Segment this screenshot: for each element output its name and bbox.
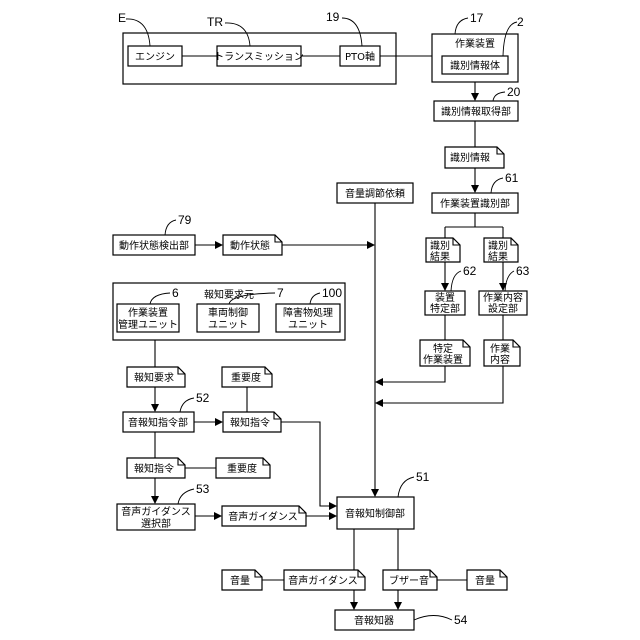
engine-label: エンジン bbox=[135, 52, 175, 63]
transmission-label: トランスミッション bbox=[214, 51, 304, 63]
id-info-label: 識別情報 bbox=[450, 151, 490, 164]
device-spec-line2: 特定部 bbox=[430, 302, 460, 315]
guidance-select-block: 音声ガイダンス 選択部 bbox=[117, 504, 195, 530]
volume-doc-2: 音量 bbox=[467, 570, 507, 590]
state-detect-block: 動作状態検出部 bbox=[113, 235, 195, 255]
buzzer-doc: ブザー音 bbox=[383, 570, 437, 590]
work-device-id-block: 作業装置識別部 bbox=[432, 193, 518, 213]
id-result-doc-2: 識別 結果 bbox=[484, 238, 518, 263]
importance-doc-2: 重要度 bbox=[216, 458, 270, 478]
id-info-doc: 識別情報 bbox=[445, 147, 504, 168]
id-result-2-line2: 結果 bbox=[488, 250, 508, 263]
id-result-1-line2: 結果 bbox=[430, 250, 450, 263]
work-content-doc: 作業 内容 bbox=[484, 340, 520, 366]
specified-device-line1: 特定 bbox=[433, 342, 453, 355]
id-acquisition-label: 識別情報取得部 bbox=[441, 105, 511, 118]
vehicle-unit-line1: 車両制御 bbox=[208, 306, 248, 319]
ref-E: E bbox=[118, 11, 126, 25]
id-result-doc-1: 識別 結果 bbox=[426, 238, 460, 263]
work-content-line2: 内容 bbox=[490, 353, 510, 366]
notify-request-label: 報知要求 bbox=[134, 371, 174, 384]
importance-2-label: 重要度 bbox=[227, 462, 257, 475]
ref-17: 17 bbox=[470, 11, 484, 25]
importance-doc-1: 重要度 bbox=[222, 367, 272, 387]
ref-7: 7 bbox=[277, 286, 284, 300]
sound-notifier-block: 音報知器 bbox=[335, 610, 414, 630]
device-spec-line1: 装置 bbox=[435, 291, 455, 304]
mgmt-unit-line1: 作業装置 bbox=[128, 306, 168, 319]
volume-request-label: 音量調節依頼 bbox=[345, 187, 405, 200]
work-content-line1: 作業 bbox=[490, 342, 510, 355]
notify-cmd-doc-1: 報知指令 bbox=[223, 412, 281, 432]
sound-cmd-label: 音報知指令部 bbox=[128, 416, 188, 429]
notify-request-doc: 報知要求 bbox=[127, 367, 185, 387]
vehicle-unit-block: 車両制御 ユニット bbox=[197, 304, 259, 332]
work-device-id-label: 作業装置識別部 bbox=[440, 197, 510, 210]
id-result-1-line1: 識別 bbox=[430, 239, 450, 252]
obstacle-unit-line2: ユニット bbox=[288, 320, 328, 331]
notify-cmd-2-label: 報知指令 bbox=[134, 462, 174, 475]
ref-100: 100 bbox=[322, 286, 342, 300]
ref-61: 61 bbox=[505, 171, 519, 185]
sound-ctrl-label: 音報知制御部 bbox=[345, 507, 405, 520]
guidance-select-line2: 選択部 bbox=[141, 517, 171, 530]
work-device-block: 作業装置 識別情報体 bbox=[432, 34, 518, 82]
pto-label: PTO軸 bbox=[345, 50, 375, 63]
content-set-line1: 作業内容 bbox=[483, 291, 523, 304]
id-result-2-line1: 識別 bbox=[488, 239, 508, 252]
sound-notifier-label: 音報知器 bbox=[354, 614, 394, 627]
engine-block: エンジン bbox=[128, 46, 182, 66]
state-doc: 動作状態 bbox=[223, 235, 282, 255]
specified-device-doc: 特定 作業装置 bbox=[420, 340, 470, 366]
ref-20: 20 bbox=[507, 85, 521, 99]
volume-doc-1: 音量 bbox=[222, 570, 262, 590]
obstacle-unit-block: 障害物処理 ユニット bbox=[276, 304, 340, 332]
content-set-block: 作業内容 設定部 bbox=[479, 291, 527, 315]
sound-cmd-block: 音報知指令部 bbox=[123, 412, 194, 432]
guidance-doc-2: 音声ガイダンス bbox=[284, 570, 365, 590]
pto-block: PTO軸 bbox=[340, 46, 380, 66]
specified-device-line2: 作業装置 bbox=[423, 353, 463, 366]
ref-54: 54 bbox=[454, 613, 468, 627]
device-spec-block: 装置 特定部 bbox=[425, 291, 465, 315]
ref-63: 63 bbox=[516, 264, 530, 278]
notify-cmd-1-label: 報知指令 bbox=[230, 416, 270, 429]
guidance-doc-1: 音声ガイダンス bbox=[222, 506, 306, 526]
guidance-2-label: 音声ガイダンス bbox=[288, 574, 357, 587]
id-body-label: 識別情報体 bbox=[450, 59, 500, 72]
ref-19: 19 bbox=[326, 10, 340, 24]
notify-source-label: 報知要求元 bbox=[204, 288, 254, 301]
mgmt-unit-line2: 管理ユニット bbox=[118, 318, 178, 331]
id-acquisition-block: 識別情報取得部 bbox=[434, 101, 518, 121]
volume-request-block: 音量調節依頼 bbox=[337, 183, 413, 203]
ref-79: 79 bbox=[178, 213, 192, 227]
ref-TR: TR bbox=[207, 15, 223, 29]
guidance-1-label: 音声ガイダンス bbox=[228, 510, 297, 523]
vehicle-unit-line2: ユニット bbox=[208, 320, 248, 331]
transmission-block: トランスミッション bbox=[214, 46, 304, 66]
guidance-select-line1: 音声ガイダンス bbox=[121, 505, 190, 518]
content-set-line2: 設定部 bbox=[488, 302, 518, 315]
state-label: 動作状態 bbox=[230, 239, 270, 252]
ref-2: 2 bbox=[517, 15, 524, 29]
ref-53: 53 bbox=[196, 482, 210, 496]
ref-62: 62 bbox=[463, 264, 477, 278]
ref-52: 52 bbox=[196, 391, 210, 405]
volume-2-label: 音量 bbox=[475, 574, 495, 587]
sound-ctrl-block: 音報知制御部 bbox=[337, 497, 414, 529]
ref-51: 51 bbox=[416, 470, 430, 484]
mgmt-unit-block: 作業装置 管理ユニット bbox=[117, 304, 179, 332]
volume-1-label: 音量 bbox=[230, 574, 250, 587]
obstacle-unit-line1: 障害物処理 bbox=[283, 306, 333, 319]
ref-6: 6 bbox=[172, 286, 179, 300]
state-detect-label: 動作状態検出部 bbox=[119, 239, 189, 252]
work-device-label: 作業装置 bbox=[455, 37, 495, 50]
buzzer-label: ブザー音 bbox=[389, 574, 429, 587]
importance-1-label: 重要度 bbox=[231, 371, 261, 384]
notify-cmd-doc-2: 報知指令 bbox=[127, 458, 185, 478]
